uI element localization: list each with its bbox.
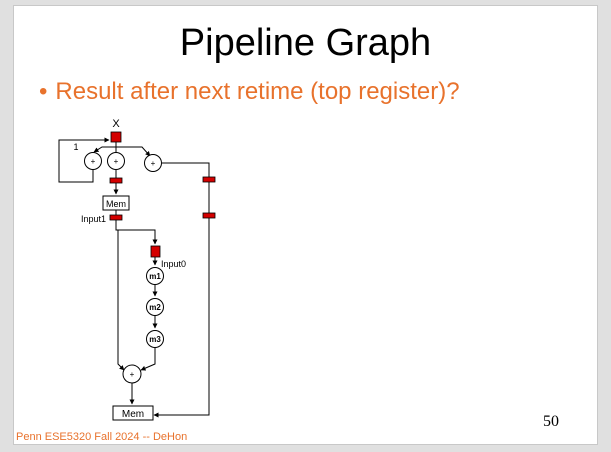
bullet-dot: • [39,78,48,105]
wire-reg-to-adder3 [116,146,151,157]
multiplier-m1 [146,267,164,285]
bullet-text: Result after next retime (top register)? [55,78,460,105]
slide-footer: Penn ESE5320 Fall 2024 -- DeHon [16,431,188,443]
register-input0 [150,245,161,258]
multiplier-m3-label: m3 [149,335,161,344]
adder-1-label: + [91,157,96,166]
adder-3 [144,154,162,172]
multiplier-m3 [146,330,164,348]
x-label: X [112,118,120,130]
multiplier-m1-label: m1 [149,272,161,281]
memory-bottom [112,405,154,421]
adder-1 [84,152,102,170]
wire-input1-to-input0 [118,229,158,245]
page-number: 50 [543,413,559,430]
memory-top-label: Mem [106,199,126,209]
register-adder2-out [109,177,123,184]
bullet-item: • Result after next retime (top register)… [39,78,460,106]
adder-2-label: + [114,157,119,166]
adder-4-label: + [130,370,135,379]
constant-one-label: 1 [73,142,78,152]
adder-2 [107,152,125,170]
wire-adder3-to-mem-bottom [153,162,210,418]
register-right-1 [202,176,216,183]
multiplier-m2 [146,298,164,316]
register-right-2 [202,212,216,219]
wire-feedback-loop [58,137,110,183]
slide: Pipeline Graph • Result after next retime… [14,6,597,444]
input0-label: Input0 [161,259,186,269]
input1-label: Input1 [81,214,106,224]
pipeline-graph-diagram: X 1 + + + Mem Input1 [58,118,216,421]
wire-m3-to-adder4 [140,348,156,371]
wire-input1-to-adder4 [115,220,125,371]
register-input1 [109,214,123,221]
top-register [110,131,122,143]
multiplier-m2-label: m2 [149,303,161,312]
memory-bottom-label: Mem [122,409,144,420]
adder-3-label: + [151,159,156,168]
slide-title: Pipeline Graph [179,22,432,64]
wire-reg-to-adder1 [93,146,116,153]
